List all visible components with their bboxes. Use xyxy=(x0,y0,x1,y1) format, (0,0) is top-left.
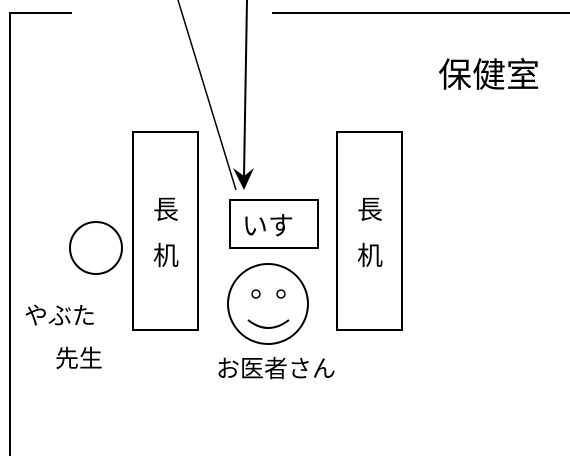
room-title: 保健室 xyxy=(438,56,540,96)
chair-label: いす xyxy=(242,212,294,242)
doctor-eye-left xyxy=(251,289,261,299)
arrow-shaft xyxy=(243,0,248,177)
doctor-face xyxy=(227,263,309,345)
teacher-name-line2: 先生 xyxy=(55,345,103,373)
desk-right-label-bottom: 机 xyxy=(357,242,383,272)
desk-left xyxy=(132,131,199,331)
room-wall-left xyxy=(9,12,72,456)
desk-right-label-top: 長 xyxy=(357,196,383,226)
arrow-head xyxy=(233,168,254,190)
doctor-eye-right xyxy=(276,289,286,299)
doctor-smile xyxy=(247,319,290,329)
chair xyxy=(229,199,319,249)
teacher-name-line1: やぶた xyxy=(24,302,96,330)
doctor-name: お医者さん xyxy=(216,355,336,383)
teacher-head xyxy=(69,221,123,275)
desk-right xyxy=(336,131,403,331)
desk-left-label-bottom: 机 xyxy=(153,242,179,272)
desk-left-label-top: 長 xyxy=(153,196,179,226)
path-line-diagonal xyxy=(177,0,237,191)
